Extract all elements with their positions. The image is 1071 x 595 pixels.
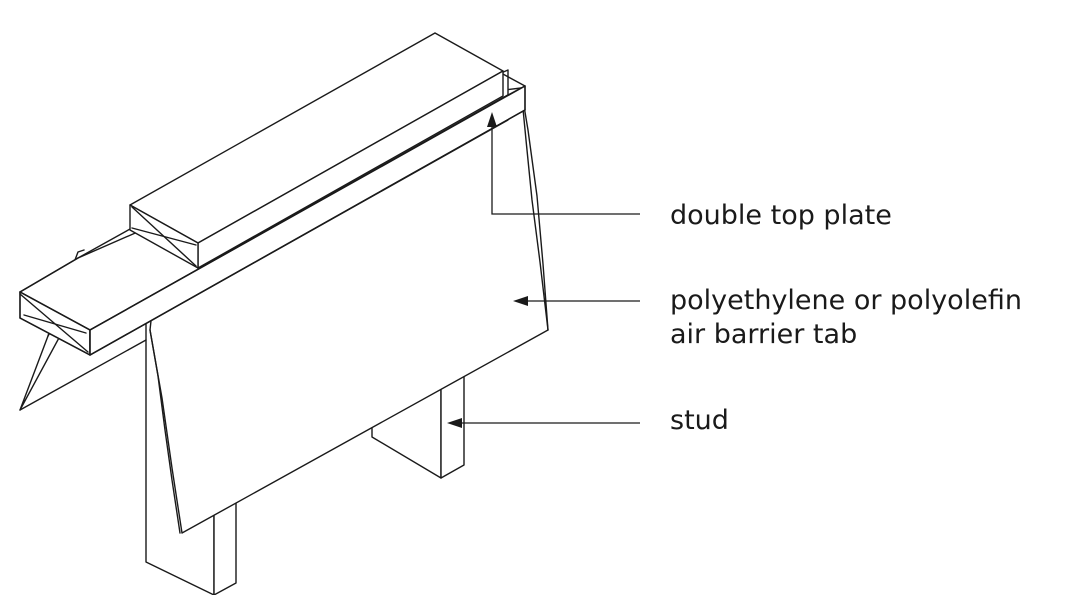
arrowhead-air-barrier — [513, 296, 528, 306]
label-air-barrier-line1: polyethylene or polyolefin — [670, 285, 1022, 316]
barrier-lower-edge — [19, 339, 147, 411]
label-air-barrier-tab: polyethylene or polyolefin air barrier t… — [670, 284, 1022, 352]
upper-top-plate — [129, 32, 504, 269]
label-air-barrier-line2: air barrier tab — [670, 319, 858, 350]
leader-top-plate — [487, 112, 640, 215]
label-double-top-plate-text: double top plate — [670, 200, 892, 231]
leader-air-barrier — [513, 296, 640, 306]
leader-stud — [447, 418, 640, 428]
arrowhead-top-plate — [487, 112, 497, 127]
label-double-top-plate: double top plate — [670, 199, 892, 233]
arrowhead-stud — [447, 418, 462, 428]
label-stud: stud — [670, 404, 729, 438]
label-stud-text: stud — [670, 405, 729, 436]
